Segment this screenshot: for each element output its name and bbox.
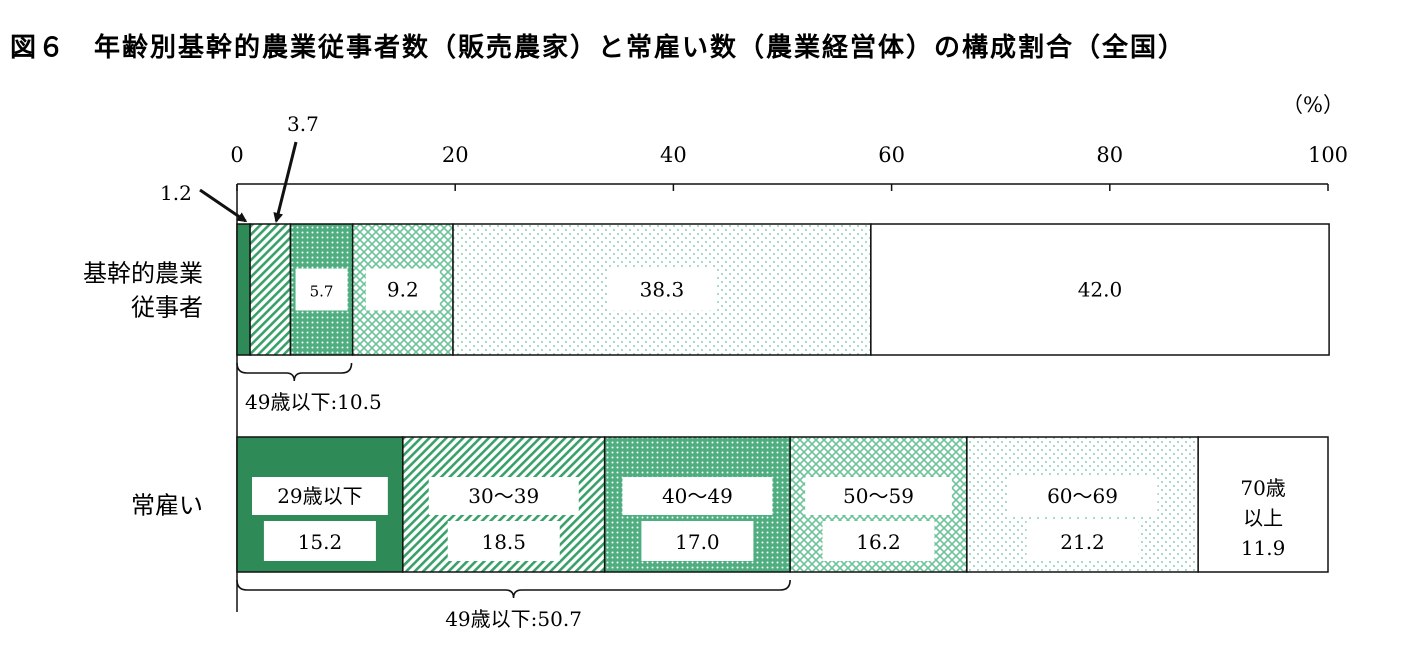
value-label-box bbox=[822, 521, 935, 561]
value-label: 9.2 bbox=[387, 278, 419, 302]
value-label: 16.2 bbox=[856, 530, 901, 554]
unit-label: （%） bbox=[1282, 93, 1344, 117]
value-label: 38.3 bbox=[640, 278, 685, 302]
value-label-box bbox=[1044, 268, 1155, 311]
value-label: 5.7 bbox=[310, 283, 334, 301]
value-label-box bbox=[1026, 521, 1139, 561]
value-label: 11.9 bbox=[1241, 536, 1286, 560]
value-label-box bbox=[606, 268, 717, 311]
value-label: 42.0 bbox=[1078, 278, 1123, 302]
bar-segment bbox=[249, 223, 292, 356]
bar-segment bbox=[236, 223, 251, 356]
category-label: 従事者 bbox=[131, 294, 203, 322]
series-label: 以上 bbox=[1243, 506, 1283, 530]
value-label: 15.2 bbox=[298, 530, 343, 554]
callout-arrow bbox=[199, 188, 248, 223]
value-label: 18.5 bbox=[481, 530, 526, 554]
value-label: 21.2 bbox=[1060, 530, 1105, 554]
x-tick-label: 60 bbox=[878, 143, 905, 167]
category-label: 常雇い bbox=[131, 492, 203, 520]
brace bbox=[236, 579, 791, 599]
value-label-box bbox=[641, 521, 754, 561]
series-label: 30～39 bbox=[468, 484, 539, 508]
value-label-box bbox=[263, 521, 376, 561]
series-label-box bbox=[428, 477, 579, 515]
brace bbox=[236, 362, 353, 382]
series-label: 50～59 bbox=[843, 484, 914, 508]
x-tick-label: 40 bbox=[660, 143, 687, 167]
callout-arrow bbox=[273, 141, 298, 223]
x-tick-label: 0 bbox=[230, 143, 243, 167]
series-label-box bbox=[805, 477, 952, 515]
value-label-box bbox=[365, 268, 440, 311]
x-tick-label: 100 bbox=[1308, 143, 1348, 167]
series-label: 60～69 bbox=[1047, 484, 1118, 508]
bars: 5.7 9.2 38.3 42.0 29歳以下 15.2 30～39 18.5 40～49 17.… bbox=[236, 223, 1330, 573]
series-label-box bbox=[252, 477, 388, 515]
value-label-box bbox=[295, 268, 348, 311]
bar-segment bbox=[1197, 436, 1329, 573]
x-tick-label: 80 bbox=[1096, 143, 1123, 167]
brace-label: 49歳以下:10.5 bbox=[245, 390, 382, 414]
chart-title: 図６ 年齢別基幹的農業従事者数（販売農家）と常雇い数（農業経営体）の構成割合（全… bbox=[10, 32, 1186, 63]
callout-label: 1.2 bbox=[160, 181, 192, 205]
x-tick-label: 20 bbox=[442, 143, 469, 167]
category-label: 基幹的農業 bbox=[83, 260, 203, 288]
brace-label: 49歳以下:50.7 bbox=[445, 607, 582, 631]
callout-label: 3.7 bbox=[287, 112, 319, 136]
series-label: 70歳 bbox=[1240, 476, 1285, 500]
annotations: 1.2 3.7 49歳以下:10.5 49歳以下:50.7 bbox=[160, 112, 791, 631]
series-label-box bbox=[622, 477, 773, 515]
value-label-box bbox=[447, 521, 560, 561]
series-label: 29歳以下 bbox=[277, 484, 362, 508]
series-label-box bbox=[1007, 477, 1158, 515]
value-label: 17.0 bbox=[675, 530, 720, 554]
series-label: 40～49 bbox=[662, 484, 733, 508]
